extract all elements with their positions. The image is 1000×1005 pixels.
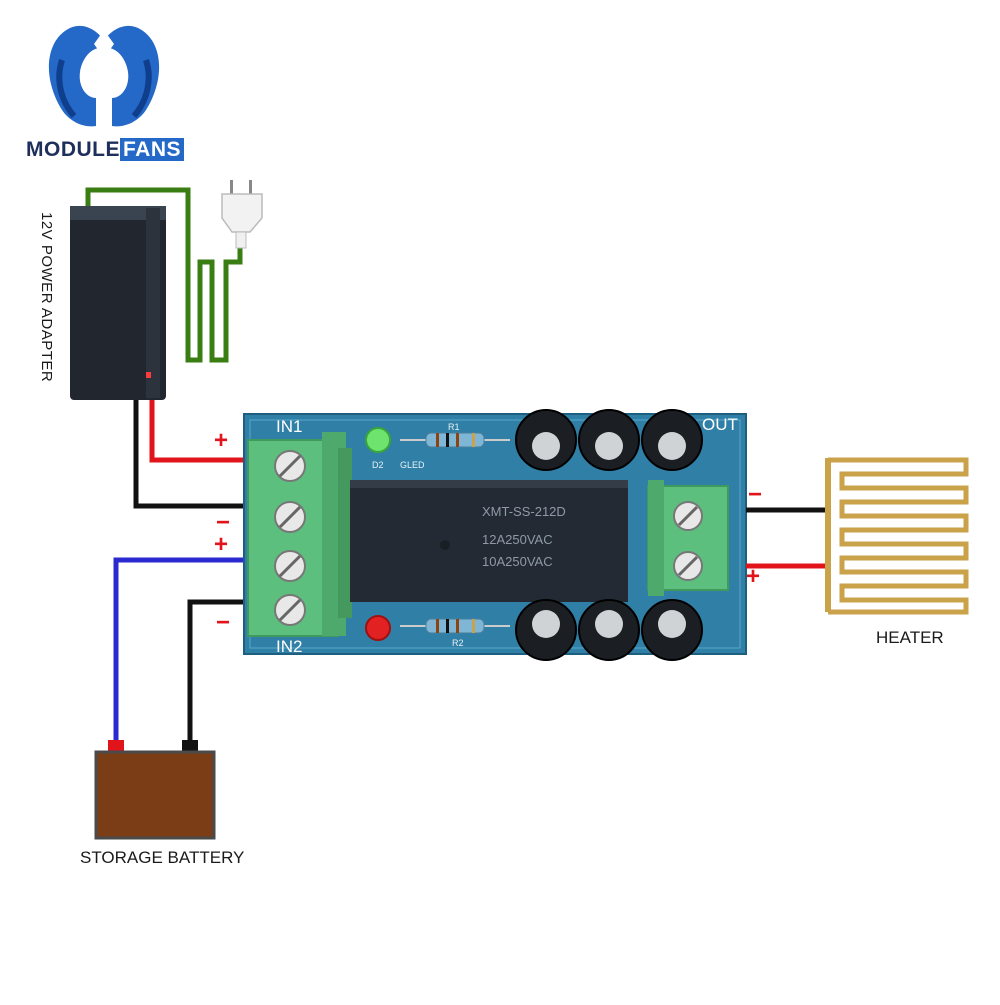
heater-label: HEATER [876, 628, 944, 647]
out-plus-sign: + [746, 563, 760, 590]
battery-positive-wire [113, 557, 248, 748]
r2-label: R2 [452, 638, 464, 648]
power-adapter-label: 12V POWER ADAPTER [38, 212, 55, 383]
brand-name-part1: MODULE [26, 138, 120, 161]
modulefans-logo [48, 25, 160, 127]
output-terminal-block [647, 480, 729, 596]
adapter-led-icon [146, 372, 151, 378]
adapter-negative-wire [133, 400, 248, 509]
r1-label: R1 [448, 422, 460, 432]
in1-minus-sign: − [216, 509, 230, 536]
battery-label: STORAGE BATTERY [80, 848, 245, 867]
relay-rating2-text: 10A250VAC [482, 554, 553, 569]
resistor-r1 [400, 432, 510, 448]
in1-plus-sign: + [214, 427, 228, 454]
mains-cable [85, 187, 243, 363]
brand-name-part2: FANS [120, 138, 185, 161]
gled-label: GLED [400, 460, 425, 470]
red-led-icon [365, 615, 391, 641]
input-screws [274, 450, 306, 626]
heater-element [825, 457, 969, 615]
relay-model-text: XMT-SS-212D [482, 504, 566, 519]
battery-negative-wire [187, 599, 248, 748]
relay-rating-text: 12A250VAC [482, 532, 553, 547]
in2-minus-sign: − [216, 609, 230, 636]
d2-label: D2 [372, 460, 384, 470]
in2-label: IN2 [276, 637, 302, 656]
in2-plus-sign: + [214, 531, 228, 558]
capacitors [515, 409, 703, 661]
green-led-icon [365, 427, 391, 453]
adapter-positive-wire [149, 400, 248, 463]
relay: XMT-SS-212D 12A250VAC 10A250VAC [350, 480, 628, 602]
storage-battery [94, 740, 216, 840]
battery-negative-terminal-icon [182, 740, 198, 752]
out-minus-sign: − [748, 481, 762, 508]
out-label: OUT [702, 415, 738, 434]
resistor-r2 [400, 618, 510, 634]
power-adapter [70, 206, 166, 400]
battery-positive-terminal-icon [108, 740, 124, 752]
power-plug-icon [221, 180, 263, 249]
in1-label: IN1 [276, 417, 302, 436]
